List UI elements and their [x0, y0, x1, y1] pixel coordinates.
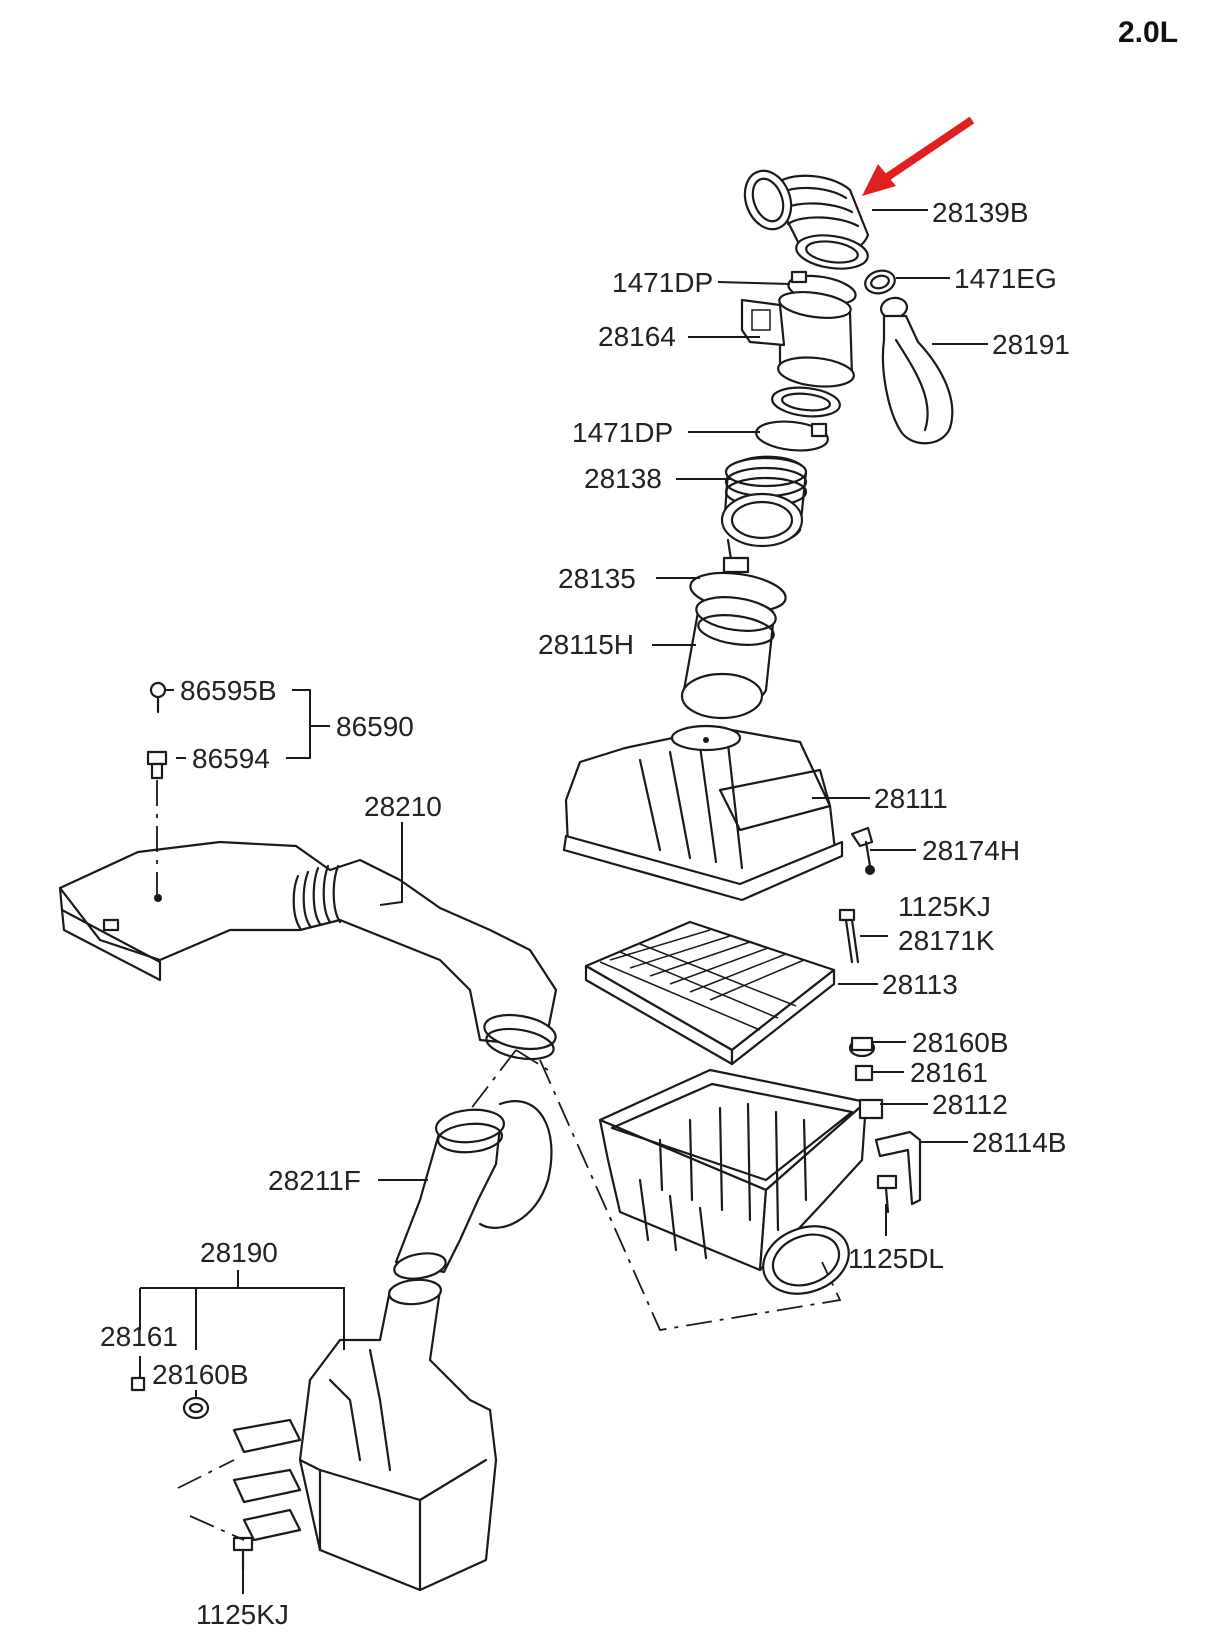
part-28211f-hose[interactable] — [392, 1100, 553, 1282]
label-28160b-left[interactable]: 28160B — [152, 1359, 249, 1390]
label-28190[interactable]: 28190 — [200, 1237, 278, 1268]
part-1125kj-bolt-bottom[interactable] — [232, 1536, 254, 1572]
label-28191[interactable]: 28191 — [992, 329, 1070, 360]
label-86595b[interactable]: 86595B — [180, 675, 277, 706]
part-28138-duct[interactable] — [720, 455, 808, 548]
part-1471dp-clamp-lower[interactable] — [755, 418, 830, 453]
label-28135[interactable]: 28135 — [558, 563, 636, 594]
label-1471dp-upper[interactable]: 1471DP — [612, 267, 713, 298]
engine-label: 2.0L — [1118, 16, 1178, 49]
label-1125kj-lower[interactable]: 1125KJ — [196, 1599, 289, 1630]
part-28164-air-flow-sensor[interactable] — [740, 288, 855, 419]
label-28115h[interactable]: 28115H — [538, 629, 634, 660]
part-28114b-bracket[interactable] — [874, 1130, 922, 1206]
part-1125dl-bolt[interactable] — [876, 1174, 898, 1214]
leader-lines — [139, 209, 988, 1594]
part-28112-air-cleaner-body[interactable] — [598, 1068, 884, 1305]
part-1471eg-clamp[interactable] — [863, 267, 898, 296]
part-1125kj-28171k-bolt[interactable] — [838, 908, 860, 964]
highlight-arrow — [877, 116, 975, 186]
part-86595b-pin[interactable] — [149, 681, 167, 714]
label-28211f[interactable]: 28211F — [268, 1165, 361, 1196]
label-28112[interactable]: 28112 — [932, 1089, 1008, 1120]
label-28161-left[interactable]: 28161 — [100, 1321, 178, 1352]
label-28114b[interactable]: 28114B — [972, 1127, 1066, 1158]
part-28139b-hose[interactable] — [737, 164, 870, 273]
label-1471eg[interactable]: 1471EG — [954, 263, 1057, 294]
part-28161-bushing-left[interactable] — [130, 1376, 146, 1392]
part-28210-intake-duct[interactable] — [58, 840, 558, 1064]
label-1125dl[interactable]: 1125DL — [848, 1243, 944, 1274]
label-1125kj-upper[interactable]: 1125KJ — [898, 891, 991, 922]
part-labels: 28139B 1471EG 1471DP 28164 28191 1471DP … — [100, 197, 1070, 1630]
label-28138[interactable]: 28138 — [584, 463, 662, 494]
part-28174h-clip[interactable] — [850, 826, 875, 875]
part-28160b-grommet-left[interactable] — [182, 1396, 210, 1420]
part-28113-filter-element[interactable] — [584, 920, 836, 1066]
label-28171k[interactable]: 28171K — [898, 925, 995, 956]
label-28210[interactable]: 28210 — [364, 791, 442, 822]
part-28161-bushing-right[interactable] — [854, 1064, 874, 1082]
label-28160b-right[interactable]: 28160B — [912, 1027, 1009, 1058]
part-28160b-grommet-right[interactable] — [848, 1036, 876, 1058]
part-28115h-resonator[interactable] — [680, 593, 778, 720]
label-28161-right[interactable]: 28161 — [910, 1057, 988, 1088]
part-86594-nut[interactable] — [146, 750, 168, 780]
label-28139b[interactable]: 28139B — [932, 197, 1029, 228]
highlight-arrow-head — [862, 164, 896, 196]
label-28164[interactable]: 28164 — [598, 321, 676, 352]
part-28111-air-cleaner-cover[interactable] — [562, 724, 844, 902]
part-28190-resonator-box[interactable] — [232, 1278, 498, 1592]
label-28113[interactable]: 28113 — [882, 969, 958, 1000]
label-86594[interactable]: 86594 — [192, 743, 270, 774]
label-86590[interactable]: 86590 — [336, 711, 414, 742]
label-28174h[interactable]: 28174H — [922, 835, 1020, 866]
label-28111[interactable]: 28111 — [874, 783, 948, 814]
assembly-line-bottom — [177, 1459, 245, 1541]
label-1471dp-lower[interactable]: 1471DP — [572, 417, 673, 448]
part-28191-breather-hose[interactable] — [879, 296, 954, 445]
